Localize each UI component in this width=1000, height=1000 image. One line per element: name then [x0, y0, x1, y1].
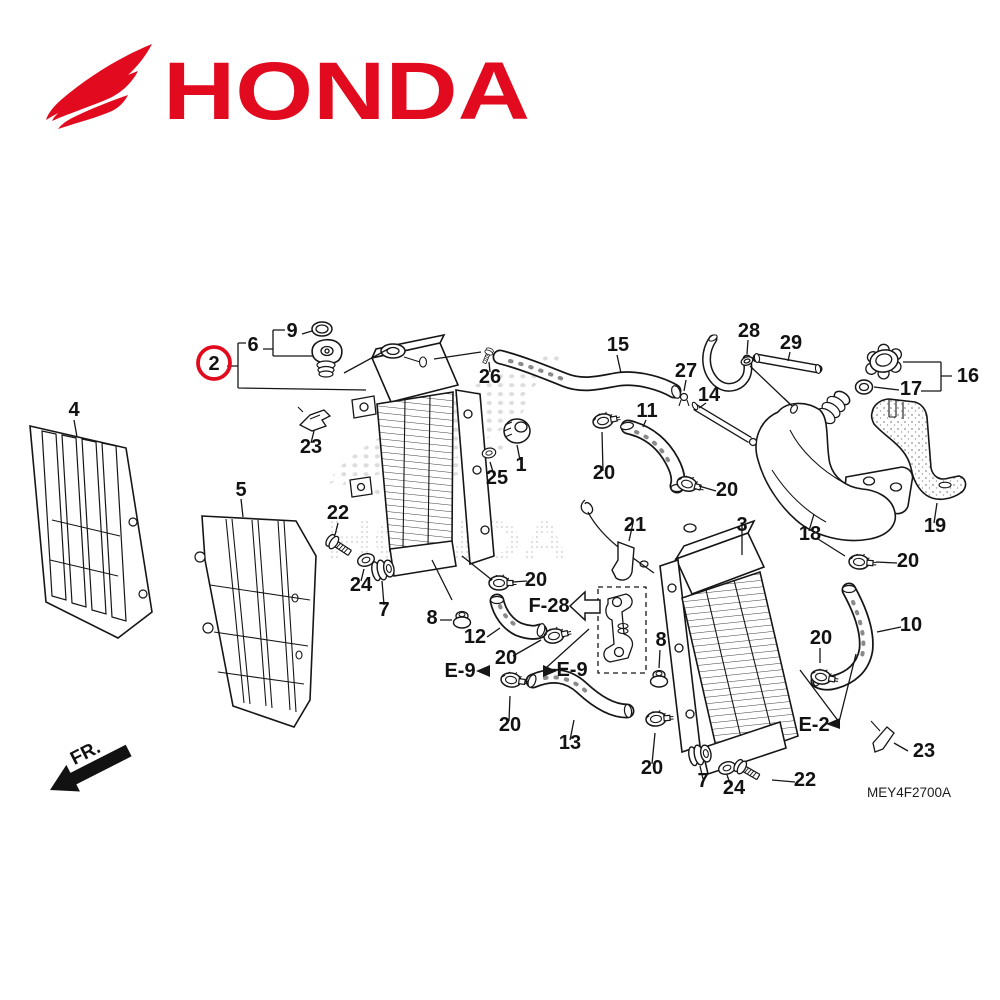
section-ref-f28: F-28 [528, 595, 569, 617]
part-radiator-cap-assembly [311, 321, 343, 378]
e9-right-arrow-icon [543, 665, 557, 677]
o-ring-9 [311, 321, 333, 337]
part-small-hardware [297, 346, 895, 784]
callout-29: 29 [780, 332, 802, 354]
callout-20-hose13-left: 20 [499, 714, 521, 736]
callout-20-hose10-top: 20 [897, 550, 919, 572]
callout-8-left: 8 [426, 607, 437, 629]
part-tank-guard [870, 398, 967, 501]
callout-8-right: 8 [655, 629, 666, 651]
part-grille-left [29, 424, 153, 639]
section-ref-e9-right: E-9 [556, 659, 587, 681]
callout-26: 26 [479, 366, 501, 388]
e9-left-arrow-icon [476, 665, 490, 677]
section-ref-e9-left: E-9 [444, 660, 475, 682]
callout-23-left: 23 [300, 436, 322, 458]
section-ref-e2: E-2 [798, 714, 829, 736]
callout-28: 28 [738, 320, 760, 342]
callout-22-right: 22 [794, 769, 816, 791]
part-reserve-tank [755, 390, 914, 542]
front-arrow-icon [50, 744, 132, 792]
highlight-circle [196, 345, 232, 381]
ref-bracket-dashed-box [597, 586, 647, 674]
f28-arrow-icon [568, 590, 601, 622]
part-radiator-right [659, 519, 799, 776]
callout-17: 17 [900, 378, 922, 400]
callout-24-left: 24 [350, 574, 373, 596]
drawing-code: MEY4F2700A [867, 785, 951, 800]
bolt-26 [480, 346, 495, 366]
callout-11: 11 [636, 400, 657, 422]
callout-5: 5 [235, 479, 246, 501]
callout-6: 6 [247, 334, 258, 356]
callout-15: 15 [607, 334, 629, 356]
honda-logo: HONDA [46, 44, 530, 137]
callout-2-highlighted: 2 [208, 353, 219, 375]
callout-4: 4 [68, 399, 80, 421]
grommet-8b [649, 669, 669, 688]
callout-19: 19 [924, 515, 946, 537]
callout-labels: 9 6 2 26 15 27 28 29 14 16 17 11 20 23 4… [68, 320, 979, 799]
callout-22-left: 22 [327, 502, 349, 524]
clip-23b [872, 726, 895, 753]
part-grille-right [194, 515, 317, 728]
callout-12: 12 [464, 626, 486, 648]
part-radiator-left [349, 333, 495, 577]
callout-20-hose12-top: 20 [525, 569, 547, 591]
callout-20-hose11-top: 20 [593, 462, 615, 484]
callout-20-hose10-bottom: 20 [810, 627, 832, 649]
callout-10: 10 [900, 614, 922, 636]
callout-25: 25 [486, 467, 508, 489]
callout-20-hose12-bottom: 20 [495, 647, 517, 669]
part-hoses [489, 334, 874, 719]
front-direction-arrow: FR. [50, 737, 132, 792]
leader-lines [73, 329, 952, 787]
callout-3: 3 [736, 514, 747, 536]
clip-23a [298, 409, 332, 432]
e2-arrow-icon [826, 718, 840, 729]
callout-18: 18 [799, 523, 821, 545]
part-tank-cap-and-seal [854, 343, 903, 395]
callout-13: 13 [559, 732, 581, 754]
clamp-28 [740, 356, 754, 366]
honda-wordmark: HONDA [163, 46, 530, 137]
callout-23-right: 23 [913, 740, 935, 762]
callout-7-right: 7 [697, 770, 708, 792]
callout-24-right: 24 [723, 777, 746, 799]
callout-9: 9 [286, 320, 297, 342]
callout-21: 21 [624, 514, 646, 536]
clip-27 [679, 392, 689, 402]
callout-16: 16 [957, 365, 979, 387]
callout-14: 14 [698, 384, 721, 406]
callout-1: 1 [515, 454, 526, 476]
callout-7-left: 7 [378, 599, 389, 621]
callout-27: 27 [675, 360, 697, 382]
callout-20-hose13-right: 20 [641, 757, 663, 779]
callout-20-hose11-bottom: 20 [716, 479, 738, 501]
part-stay-21 [580, 499, 649, 581]
honda-wing-icon [46, 44, 152, 129]
